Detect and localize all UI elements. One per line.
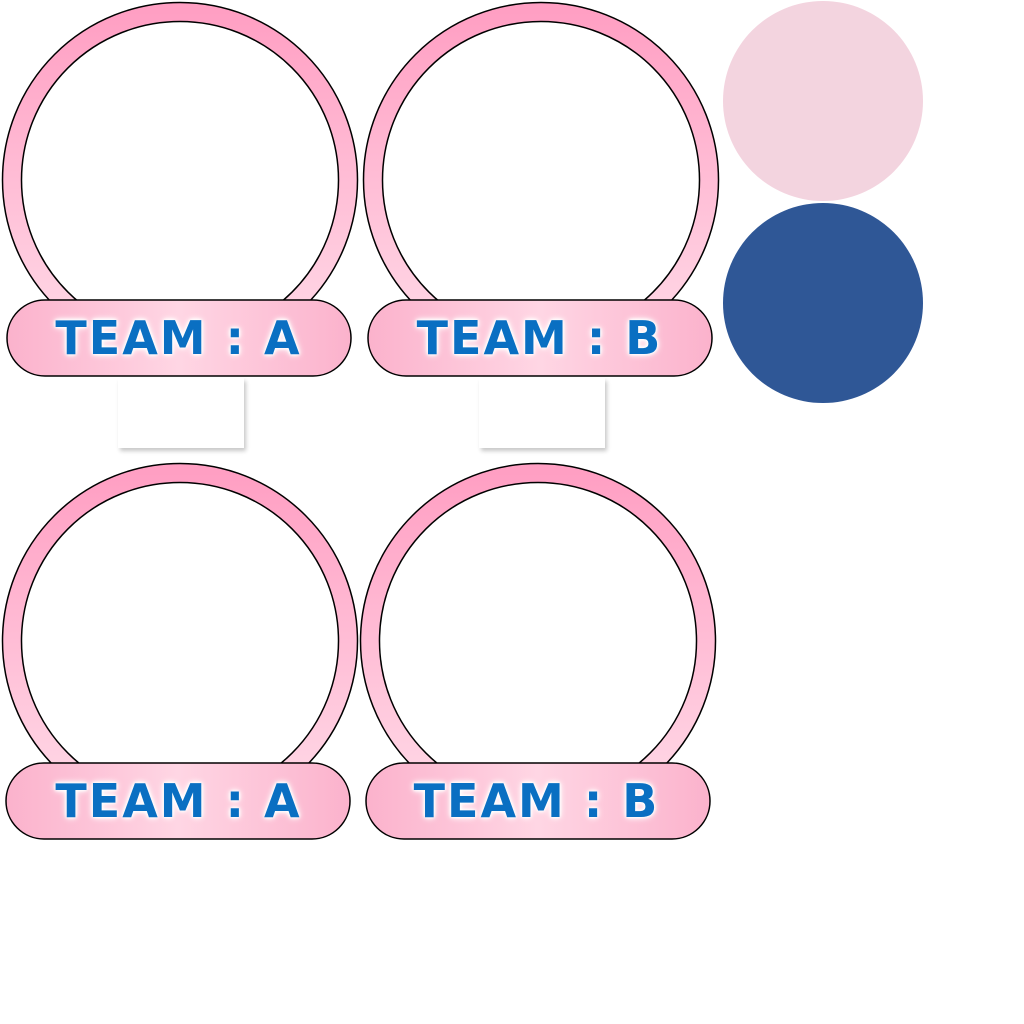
badge-ring-frame <box>1 1 359 377</box>
blue-color-swatch <box>723 203 923 403</box>
badge-ring-frame <box>359 462 717 840</box>
badge-ring-frame <box>1 462 359 840</box>
badge-stand <box>479 378 605 448</box>
team-b-badge-bottom: TEAM : B <box>358 462 718 843</box>
team-label: TEAM : B <box>413 774 660 828</box>
pink-color-swatch <box>723 1 923 201</box>
team-label: TEAM : A <box>55 311 302 365</box>
badge-ring-frame <box>362 1 720 377</box>
team-a-badge-top: TEAM : A <box>0 0 360 380</box>
team-a-badge-bottom: TEAM : A <box>0 462 360 843</box>
team-label: TEAM : B <box>416 311 663 365</box>
badge-stand <box>118 378 244 448</box>
team-label: TEAM : A <box>55 774 302 828</box>
team-b-badge-top: TEAM : B <box>361 0 721 380</box>
